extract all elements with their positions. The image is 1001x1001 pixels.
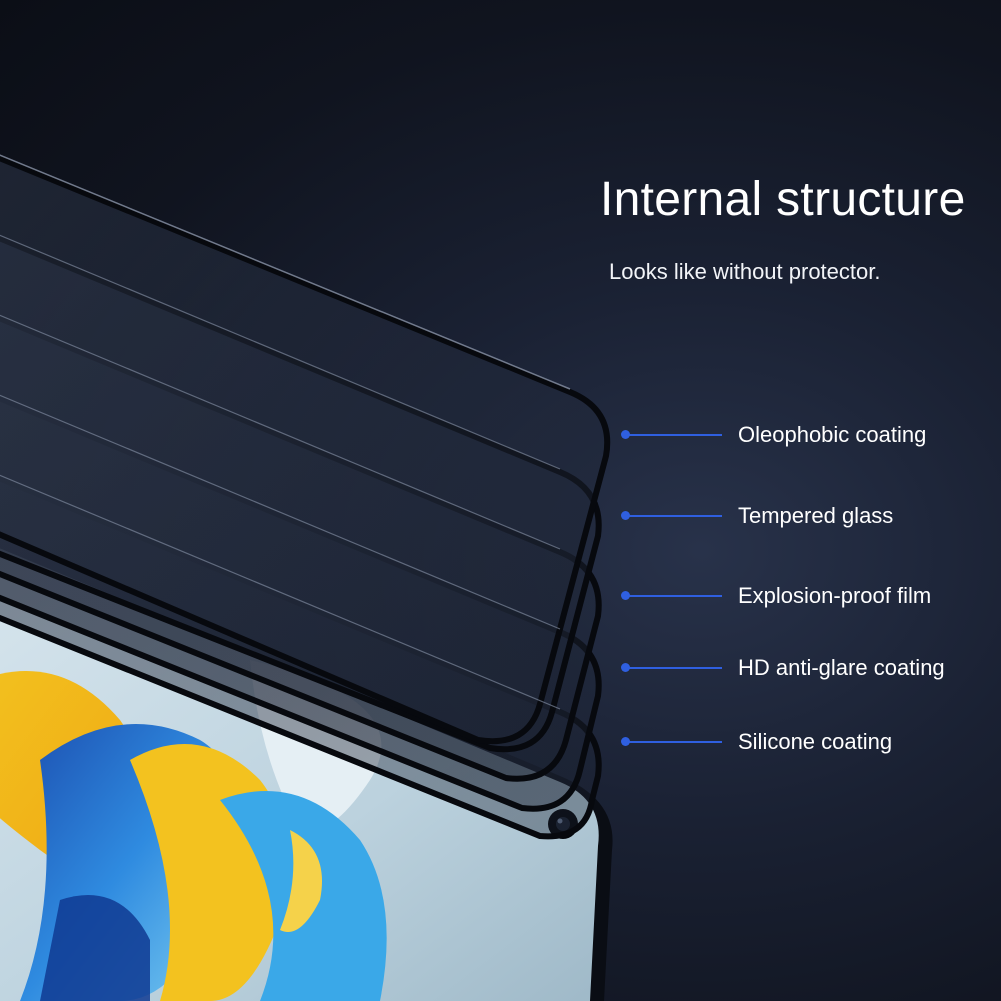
glass-layers — [0, 154, 611, 840]
layer-oleophobic — [0, 154, 611, 745]
callout-dot-icon — [621, 511, 630, 520]
callout-label: Silicone coating — [738, 729, 893, 754]
callout-label: Oleophobic coating — [738, 422, 927, 447]
callout-line — [629, 667, 722, 669]
callout-dot-icon — [621, 663, 630, 672]
callout-label: Tempered glass — [738, 503, 894, 528]
callout-oleophobic-coating: Oleophobic coating — [621, 420, 991, 450]
callout-line — [629, 741, 722, 743]
callout-hd-anti-glare-coating: HD anti-glare coating — [621, 653, 991, 683]
callout-tempered-glass: Tempered glass — [621, 501, 991, 531]
callout-silicone-coating: Silicone coating — [621, 727, 991, 757]
callout-explosion-proof-film: Explosion-proof film — [621, 581, 991, 611]
callout-line — [629, 595, 722, 597]
callout-dot-icon — [621, 430, 630, 439]
callout-dot-icon — [621, 591, 630, 600]
page-subtitle: Looks like without protector. — [609, 259, 881, 284]
callout-label: HD anti-glare coating — [738, 655, 945, 680]
callout-line — [629, 434, 722, 436]
callout-label: Explosion-proof film — [738, 583, 932, 608]
callout-line — [629, 515, 722, 517]
page-title: Internal structure — [600, 173, 966, 226]
callout-dot-icon — [621, 737, 630, 746]
